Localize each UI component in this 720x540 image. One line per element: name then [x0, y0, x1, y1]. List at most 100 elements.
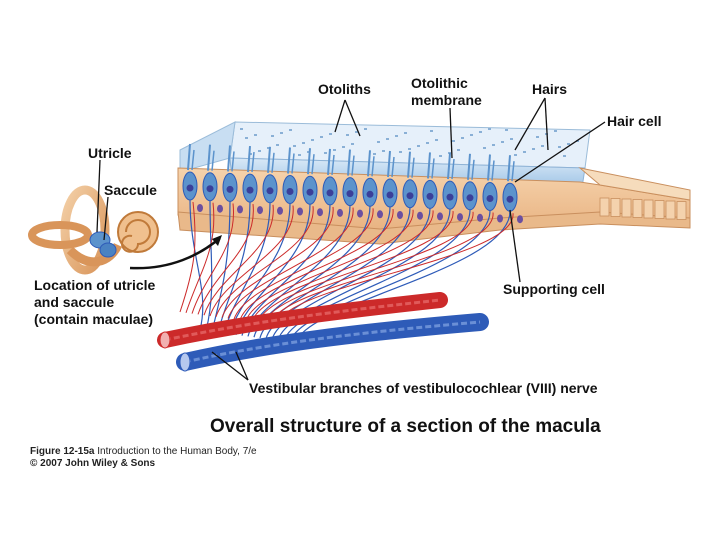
efferent-fiber — [257, 211, 454, 323]
otolith-crystals — [240, 128, 579, 157]
otolith-crystal — [514, 154, 517, 156]
hair-cell-nucleus — [226, 185, 234, 193]
hair-bundle — [347, 149, 351, 176]
label-vestibular-nerve: Vestibular branches of vestibulocochlear… — [249, 380, 598, 396]
efferent-fiber — [269, 212, 494, 325]
hair-bundle — [187, 143, 191, 171]
otolith-crystal — [417, 145, 420, 147]
otolith-crystal — [373, 153, 376, 155]
otolith-crystal — [505, 129, 508, 131]
otolith-crystal — [293, 145, 296, 147]
hair-cell-nucleus — [506, 195, 514, 203]
otolith-crystal — [492, 144, 495, 146]
otolith-crystal — [558, 146, 561, 148]
figure-credit: Figure 12-15a Introduction to the Human … — [30, 446, 257, 470]
afferent-fiber — [189, 199, 204, 331]
hair-cell-nucleus — [266, 187, 274, 195]
hair-bundle — [267, 146, 271, 173]
nerve-fibers — [179, 199, 514, 343]
efferent-fiber — [263, 211, 474, 324]
hair-bundle — [227, 145, 231, 172]
otolith-crystal — [276, 144, 279, 146]
hair-bundle — [351, 155, 355, 176]
supporting-cells — [197, 197, 687, 224]
otolith-crystal — [457, 149, 460, 151]
label-location-line3: (contain maculae) — [34, 311, 154, 327]
hair-cell-nucleus — [206, 185, 214, 193]
otolith-crystal — [452, 140, 455, 142]
label-otoliths: Otoliths — [318, 81, 371, 97]
afferent-fiber — [211, 201, 231, 332]
hair-cell-nucleus — [186, 184, 194, 192]
efferent-fiber — [227, 207, 354, 319]
otolith-crystal — [567, 143, 570, 145]
hair-bundle — [307, 148, 311, 175]
inner-ear-illustration — [28, 185, 159, 275]
otolith-crystal — [364, 128, 367, 130]
otolith-crystal — [289, 129, 292, 131]
otolith-crystal — [501, 141, 504, 143]
hair-cell-nucleus — [286, 188, 294, 195]
otolith-crystal — [404, 132, 407, 134]
efferent-fiber — [251, 210, 434, 322]
efferent-fiber — [233, 208, 374, 320]
otolith-crystal — [240, 128, 243, 130]
hair-bundle — [407, 151, 411, 178]
efferent-fiber — [197, 204, 254, 315]
hair-bundle — [371, 156, 375, 177]
hair-bundle — [467, 153, 471, 180]
otolith-crystal — [302, 142, 305, 144]
hair-bundle — [231, 151, 235, 172]
otolith-crystal — [426, 142, 429, 144]
efferent-fiber — [191, 203, 235, 314]
hair-cell-nucleus — [426, 192, 434, 200]
otolith-crystal — [320, 136, 323, 138]
supporting-cell-nucleus — [517, 215, 523, 224]
supporting-cell-nucleus — [237, 205, 243, 214]
leader-lines — [96, 97, 606, 381]
supporting-cell-nucleus — [377, 210, 383, 219]
otolith-crystal — [430, 130, 433, 132]
otolith-crystal — [386, 138, 389, 140]
otolith-crystal — [329, 133, 332, 135]
hair-bundle — [427, 152, 431, 179]
afferent-fiber — [223, 202, 271, 334]
hair-cell-nucleus — [306, 188, 314, 196]
efferent-fiber — [275, 213, 514, 325]
otolith-crystal — [541, 145, 544, 147]
otolith-crystal — [532, 148, 535, 150]
supporting-cell-nucleus — [337, 208, 343, 217]
label-hairs: Hairs — [532, 81, 568, 97]
hair-bundle — [327, 148, 331, 175]
hair-cell-nucleus — [486, 195, 494, 202]
credit-source: Introduction to the Human Body, 7/e — [97, 446, 257, 457]
hair-cell-nucleus — [246, 186, 254, 194]
afferent-fiber — [217, 202, 251, 333]
afferent-fiber — [283, 209, 471, 342]
otolith-crystal — [470, 134, 473, 136]
supporting-cell-nucleus — [197, 204, 203, 212]
label-utricle: Utricle — [88, 145, 132, 161]
epithelial-cell — [654, 200, 665, 219]
otolith-crystal — [377, 141, 380, 143]
otolith-crystal — [351, 143, 354, 145]
otolith-crystal — [461, 137, 464, 139]
efferent-fiber — [239, 208, 394, 321]
otolith-crystal — [554, 130, 557, 132]
credit-figure-number: Figure 12-15a — [30, 446, 95, 457]
hair-cell-nucleus — [386, 191, 394, 199]
otolith-crystal — [488, 128, 491, 130]
otolith-crystal — [307, 151, 310, 153]
otolith-crystal — [439, 155, 442, 157]
epithelial-cell — [621, 198, 632, 218]
otolith-crystal — [563, 155, 566, 157]
hair-cell-nucleus — [406, 192, 414, 200]
label-location-line2: and saccule — [34, 294, 115, 310]
otolith-crystal — [510, 138, 513, 140]
hair-bundle — [507, 155, 511, 182]
supporting-cell-nucleus — [277, 206, 283, 215]
supporting-cell-nucleus — [217, 204, 223, 213]
epithelial-cell — [643, 199, 654, 219]
otolith-crystal — [249, 153, 252, 155]
